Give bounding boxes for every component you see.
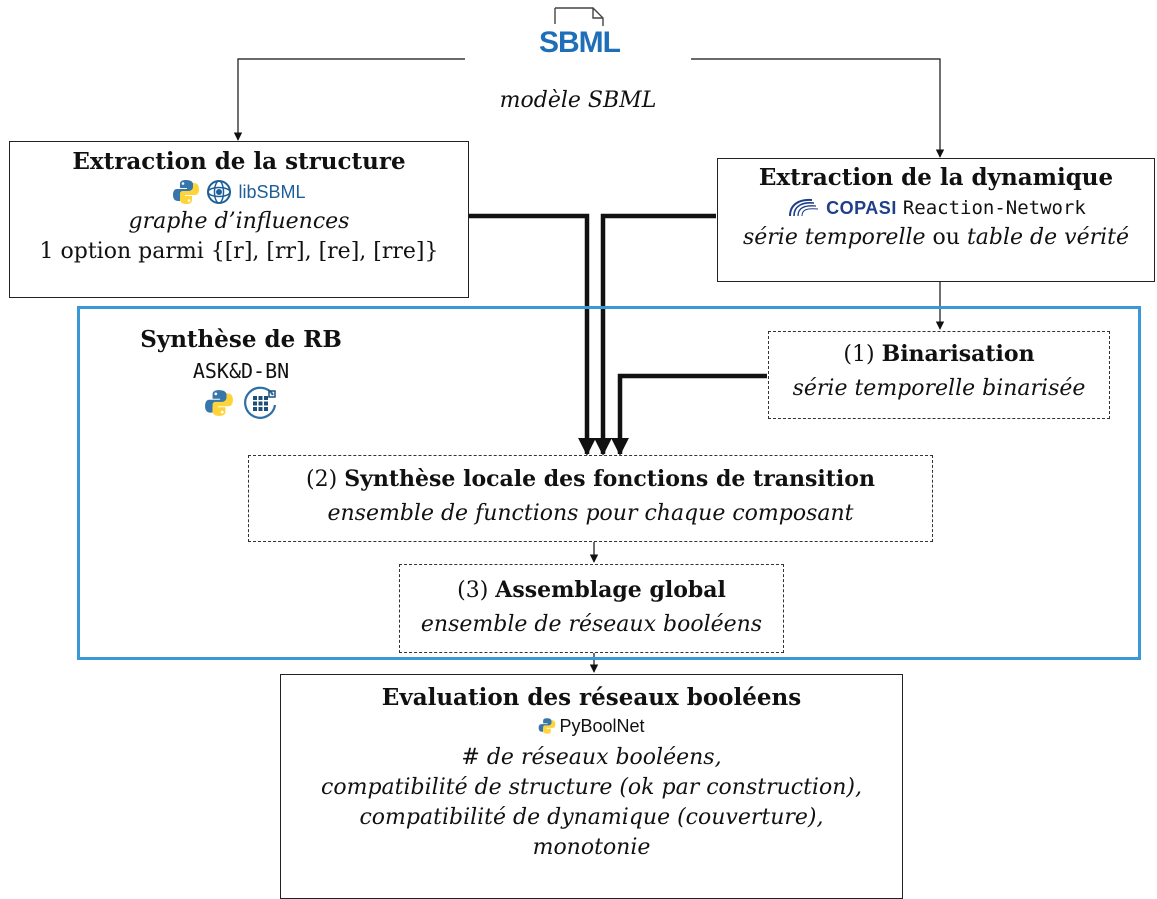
evaluation-box: Evaluation des réseaux booléens PyBoolNe… <box>280 674 903 899</box>
libsbml-label: libSBML <box>238 181 306 202</box>
synthesis-logos <box>110 384 372 422</box>
binarisation-heading: (1) Binarisation <box>769 339 1109 370</box>
pyboolnet-label: PyBoolNet <box>559 715 645 736</box>
assembly-heading: (3) Assemblage global <box>400 575 783 606</box>
evaluation-line-1: # de réseaux booléens, <box>461 745 722 770</box>
copasi-label: COPASI <box>826 197 897 218</box>
arrow-structure-to-local <box>469 213 596 456</box>
structure-subtitle: graphe d’influences <box>128 209 350 234</box>
assembly-number: (3) <box>457 578 489 603</box>
assembly-subtitle: ensemble de réseaux booléens <box>420 612 763 637</box>
structure-options: 1 option parmi {[r], [rr], [re], [rre]} <box>39 239 439 264</box>
binarisation-number: (1) <box>843 342 875 367</box>
libsbml-icon <box>207 180 232 204</box>
evaluation-line-4: monotonie <box>532 835 651 860</box>
structure-extraction-box: Extraction de la structure libSBML graph… <box>9 141 469 298</box>
synthesis-label: Synthèse de RB ASK&D-BN <box>110 322 372 428</box>
dynamics-outputs: série temporelle ou table de vérité <box>718 223 1154 253</box>
evaluation-title: Evaluation des réseaux booléens <box>381 684 802 711</box>
dynamics-extraction-box: Extraction de la dynamique COPASI Reacti… <box>717 158 1155 282</box>
sbml-node: SBML modèle SBML <box>470 4 686 144</box>
python-icon <box>539 718 556 734</box>
local-synthesis-number: (2) <box>306 467 338 492</box>
structure-logos: libSBML <box>10 177 468 207</box>
binarisation-title: Binarisation <box>881 341 1035 367</box>
evaluation-line-2: compatibilité de structure (ok par const… <box>321 775 862 800</box>
dynamics-table: table de vérité <box>966 225 1130 250</box>
grid-icon <box>244 386 277 419</box>
dynamics-title: Extraction de la dynamique <box>758 164 1114 191</box>
document-icon <box>554 7 604 26</box>
local-synthesis-heading: (2) Synthèse locale des fonctions de tra… <box>249 464 932 495</box>
arrow-sbml-to-dynamics <box>691 58 945 158</box>
reaction-network-label: Reaction-Network <box>902 197 1086 219</box>
sbml-caption: modèle SBML <box>499 88 657 113</box>
assembly-box: (3) Assemblage global ensemble de réseau… <box>399 564 784 653</box>
evaluation-line-3: compatibilité de dynamique (couverture), <box>359 805 824 830</box>
binarisation-box: (1) Binarisation série temporelle binari… <box>768 331 1110 419</box>
assembly-title: Assemblage global <box>495 577 726 603</box>
arrow-dynamics-to-local <box>594 213 716 456</box>
python-icon <box>173 180 200 204</box>
local-synthesis-box: (2) Synthèse locale des fonctions de tra… <box>248 455 933 542</box>
local-synthesis-title: Synthèse locale des fonctions de transit… <box>344 466 875 492</box>
binarisation-subtitle: série temporelle binarisée <box>792 376 1086 401</box>
arrow-binarisation-to-local <box>611 373 767 456</box>
synthesis-tool: ASK&D-BN <box>192 359 290 383</box>
copasi-icon <box>789 198 819 217</box>
sbml-logo: SBML <box>539 24 623 62</box>
synthesis-title: Synthèse de RB <box>140 326 342 353</box>
dynamics-or: ou <box>932 225 960 250</box>
arrow-sbml-to-structure <box>233 58 465 141</box>
sbml-logo-text: SBML <box>539 26 621 59</box>
dynamics-series: série temporelle <box>742 225 926 250</box>
python-icon <box>205 390 233 416</box>
structure-title: Extraction de la structure <box>72 148 406 175</box>
evaluation-logos: PyBoolNet <box>281 713 902 739</box>
synthesis-frame <box>77 306 1141 660</box>
local-synthesis-subtitle: ensemble de functions pour chaque compos… <box>327 501 854 526</box>
dynamics-logos: COPASI Reaction-Network <box>718 193 1154 223</box>
